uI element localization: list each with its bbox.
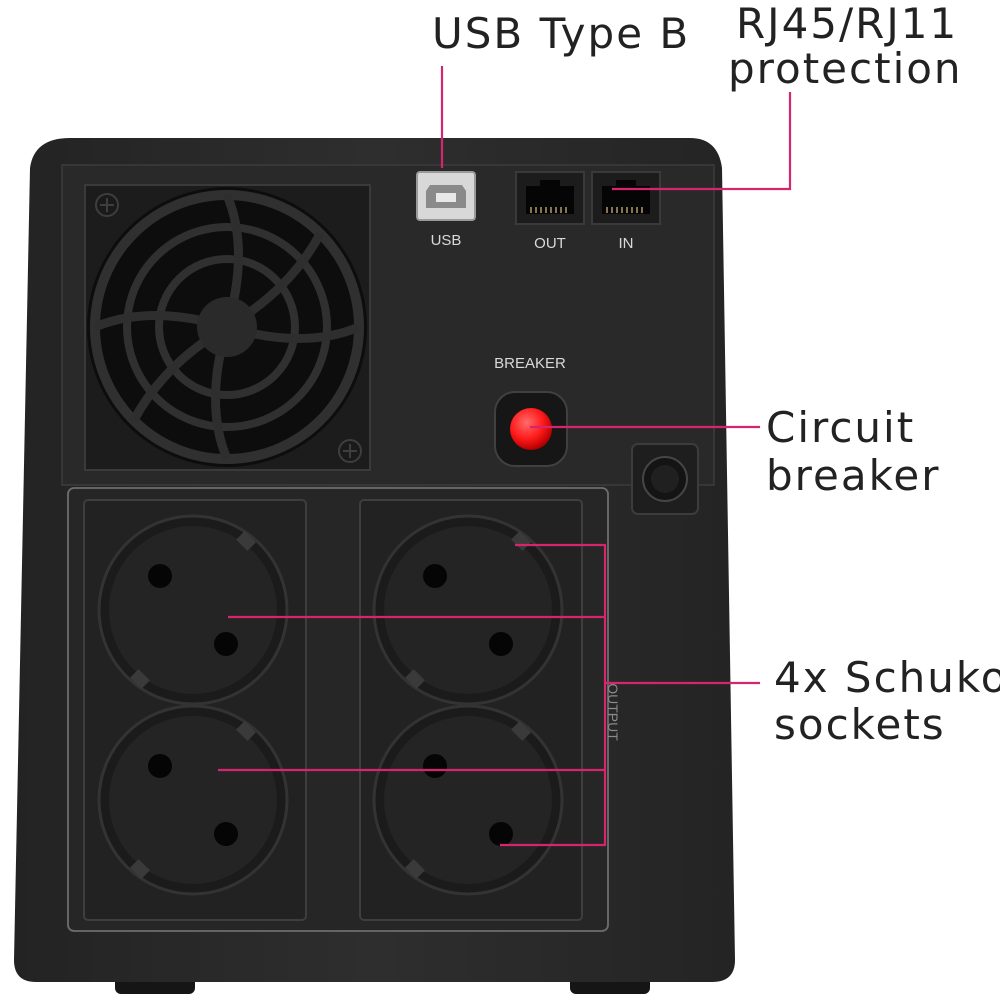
usb-b-port[interactable] xyxy=(416,171,476,221)
callout-line-sockets-top xyxy=(500,543,607,847)
callout-sockets-line1: 4x Schuko xyxy=(774,653,1000,702)
output-label: OUTPUT xyxy=(605,683,621,741)
callout-sockets-line2: sockets xyxy=(774,700,946,749)
callout-line-rj xyxy=(612,92,792,191)
callout-rj-line2: protection xyxy=(728,44,963,93)
callout-rj-line1: RJ45/RJ11 xyxy=(736,0,959,48)
rj-out-label: OUT xyxy=(534,235,566,252)
callout-breaker-line2: breaker xyxy=(766,451,941,500)
power-knob[interactable] xyxy=(631,443,699,515)
rj-port-out[interactable] xyxy=(515,171,585,225)
usb-port-label: USB xyxy=(431,232,462,249)
schuko-socket-4[interactable] xyxy=(372,704,564,896)
screw-icon xyxy=(338,439,362,463)
callout-breaker-line1: Circuit xyxy=(766,403,916,452)
schuko-socket-2[interactable] xyxy=(97,704,289,896)
fan-vent xyxy=(84,184,371,471)
schuko-socket-1[interactable] xyxy=(97,514,289,706)
rj-port-in[interactable] xyxy=(591,171,661,225)
breaker-label: BREAKER xyxy=(494,355,566,372)
rj-in-label: IN xyxy=(619,235,634,252)
circuit-breaker-button[interactable] xyxy=(494,391,568,467)
callout-lines xyxy=(218,66,792,847)
screw-icon xyxy=(95,193,119,217)
callout-usb-type-b: USB Type B xyxy=(432,9,691,58)
schuko-socket-3[interactable] xyxy=(372,514,564,706)
